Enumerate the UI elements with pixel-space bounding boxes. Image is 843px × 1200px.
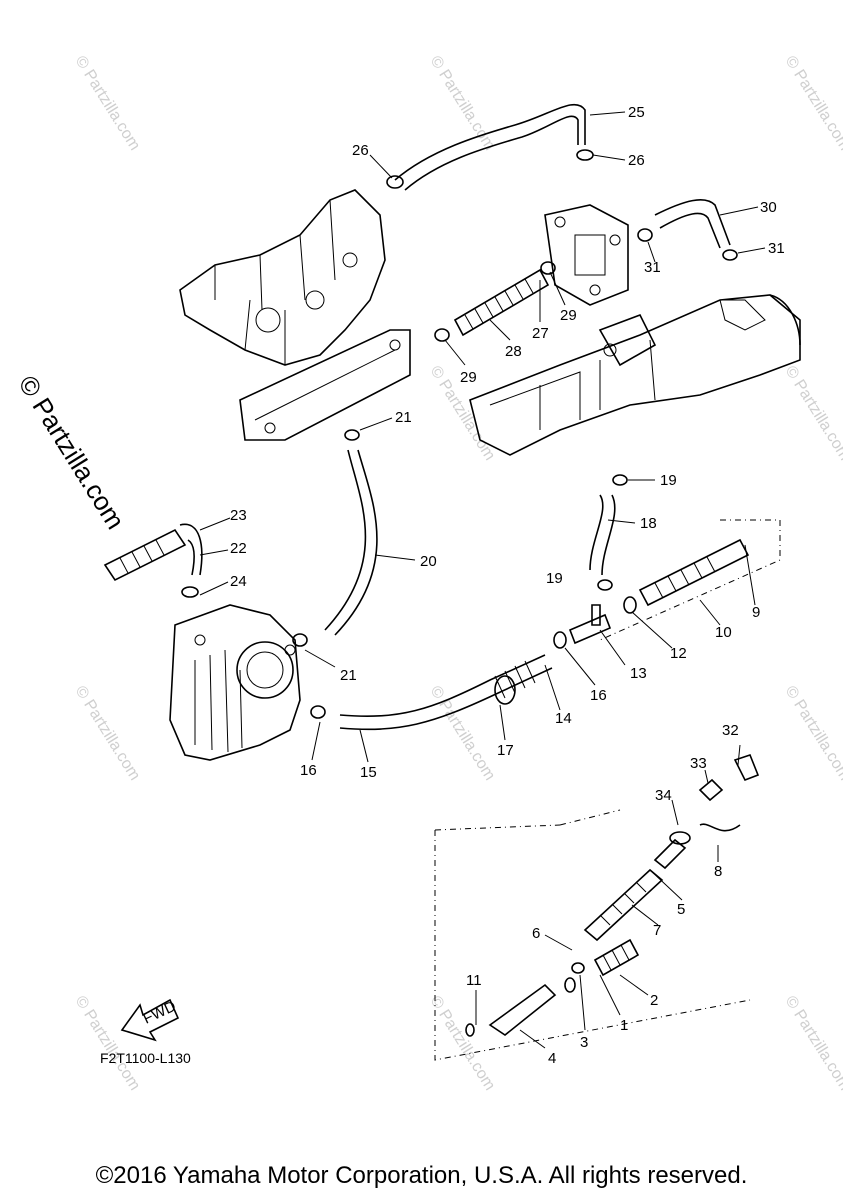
watermark-faint: © Partzilla.com bbox=[782, 993, 843, 1093]
callout-1: 1 bbox=[620, 1017, 628, 1034]
watermark-faint: © Partzilla.com bbox=[72, 53, 144, 153]
callout-26b: 26 bbox=[628, 152, 645, 169]
callout-26a: 26 bbox=[352, 142, 369, 159]
callout-17: 17 bbox=[497, 742, 514, 759]
watermark-faint: © Partzilla.com bbox=[782, 683, 843, 783]
callout-18: 18 bbox=[640, 515, 657, 532]
leader-lines bbox=[199, 111, 766, 1049]
callouts: 1 2 3 4 5 6 7 8 9 10 11 12 13 14 15 16 1… bbox=[230, 104, 785, 1067]
callout-16a: 16 bbox=[590, 687, 607, 704]
callout-27: 27 bbox=[532, 325, 549, 342]
callout-5: 5 bbox=[677, 901, 685, 918]
callout-34: 34 bbox=[655, 787, 672, 804]
hoses bbox=[103, 103, 750, 731]
upper-housing bbox=[544, 204, 629, 306]
callout-21b: 21 bbox=[340, 667, 357, 684]
callout-20: 20 bbox=[420, 553, 437, 570]
fwd-arrow-icon: FWD bbox=[120, 998, 180, 1042]
watermark-faint: © Partzilla.com bbox=[782, 363, 843, 463]
intake-silencer bbox=[469, 294, 801, 456]
watermark-faint: © Partzilla.com bbox=[72, 683, 144, 783]
diagram-code: F2T1100-L130 bbox=[100, 1050, 191, 1066]
watermark-faint: © Partzilla.com bbox=[782, 53, 843, 153]
callout-25: 25 bbox=[628, 104, 645, 121]
callout-2: 2 bbox=[650, 992, 658, 1009]
callout-30: 30 bbox=[760, 199, 777, 216]
callout-15: 15 bbox=[360, 764, 377, 781]
callout-32: 32 bbox=[722, 722, 739, 739]
callout-4: 4 bbox=[548, 1050, 556, 1067]
tee-fitting bbox=[553, 596, 637, 649]
subassembly-frame bbox=[434, 519, 781, 1061]
callout-10: 10 bbox=[715, 624, 732, 641]
callout-33: 33 bbox=[690, 755, 707, 772]
callout-19b: 19 bbox=[546, 570, 563, 587]
callout-31b: 31 bbox=[644, 259, 661, 276]
callout-7: 7 bbox=[653, 922, 661, 939]
watermark-faint: © Partzilla.com bbox=[427, 53, 499, 153]
fwd-label: FWD bbox=[141, 998, 179, 1028]
callout-3: 3 bbox=[580, 1034, 588, 1051]
callout-11: 11 bbox=[466, 972, 482, 989]
faint-watermarks: © Partzilla.com © Partzilla.com © Partzi… bbox=[72, 53, 843, 1093]
callout-9: 9 bbox=[752, 604, 760, 621]
pump-housing bbox=[169, 604, 301, 761]
callout-21a: 21 bbox=[395, 409, 412, 426]
copyright-notice: ©2016 Yamaha Motor Corporation, U.S.A. A… bbox=[95, 1162, 748, 1189]
callout-22: 22 bbox=[230, 540, 247, 557]
callout-16b: 16 bbox=[300, 762, 317, 779]
callout-13: 13 bbox=[630, 665, 647, 682]
watermark-faint: © Partzilla.com bbox=[427, 993, 499, 1093]
fuel-fittings bbox=[465, 754, 760, 1037]
callout-8: 8 bbox=[714, 863, 722, 880]
callout-29a: 29 bbox=[460, 369, 477, 386]
callout-29b: 29 bbox=[560, 307, 577, 324]
callout-31: 31 bbox=[768, 240, 785, 257]
callout-23: 23 bbox=[230, 507, 247, 524]
callout-14: 14 bbox=[555, 710, 572, 727]
callout-12: 12 bbox=[670, 645, 687, 662]
callout-6: 6 bbox=[532, 925, 540, 942]
callout-24: 24 bbox=[230, 573, 247, 590]
clamps bbox=[181, 149, 738, 974]
callout-19a: 19 bbox=[660, 472, 677, 489]
callout-28: 28 bbox=[505, 343, 522, 360]
exhaust-manifold bbox=[179, 189, 411, 441]
watermark-faint: © Partzilla.com bbox=[72, 993, 144, 1093]
